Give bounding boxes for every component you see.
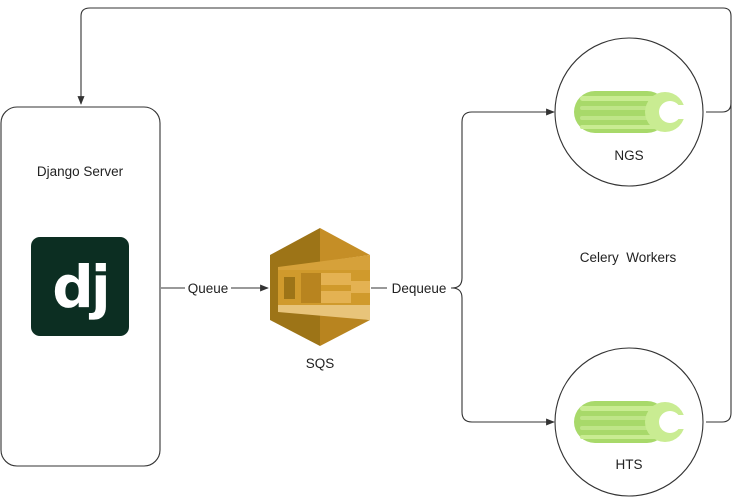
dequeue-edge-ngs [371, 108, 555, 289]
dequeue-edge-hts [451, 287, 555, 426]
queue-edge-label: Queue [188, 281, 229, 296]
server-title: Django Server [37, 164, 124, 179]
celery-icon [574, 401, 686, 443]
feedback-edge-hts [706, 100, 732, 423]
sqs-label: SQS [306, 356, 335, 371]
aws-sqs-icon [270, 228, 370, 346]
django-server-node: Django Server dj [0, 106, 161, 467]
celery-icon [574, 91, 686, 133]
django-logo-icon: dj [31, 237, 129, 336]
django-logo-text: dj [52, 253, 107, 321]
worker-node-ngs: NGS [554, 37, 704, 187]
worker-node-hts: HTS [554, 347, 704, 497]
feedback-edge [77, 7, 732, 113]
celery-workers-label: Celery Workers [580, 250, 677, 265]
worker-label-ngs: NGS [614, 148, 643, 163]
sqs-node: SQS [270, 228, 370, 371]
worker-label-hts: HTS [616, 457, 643, 472]
dequeue-edge-label: Dequeue [392, 281, 447, 296]
